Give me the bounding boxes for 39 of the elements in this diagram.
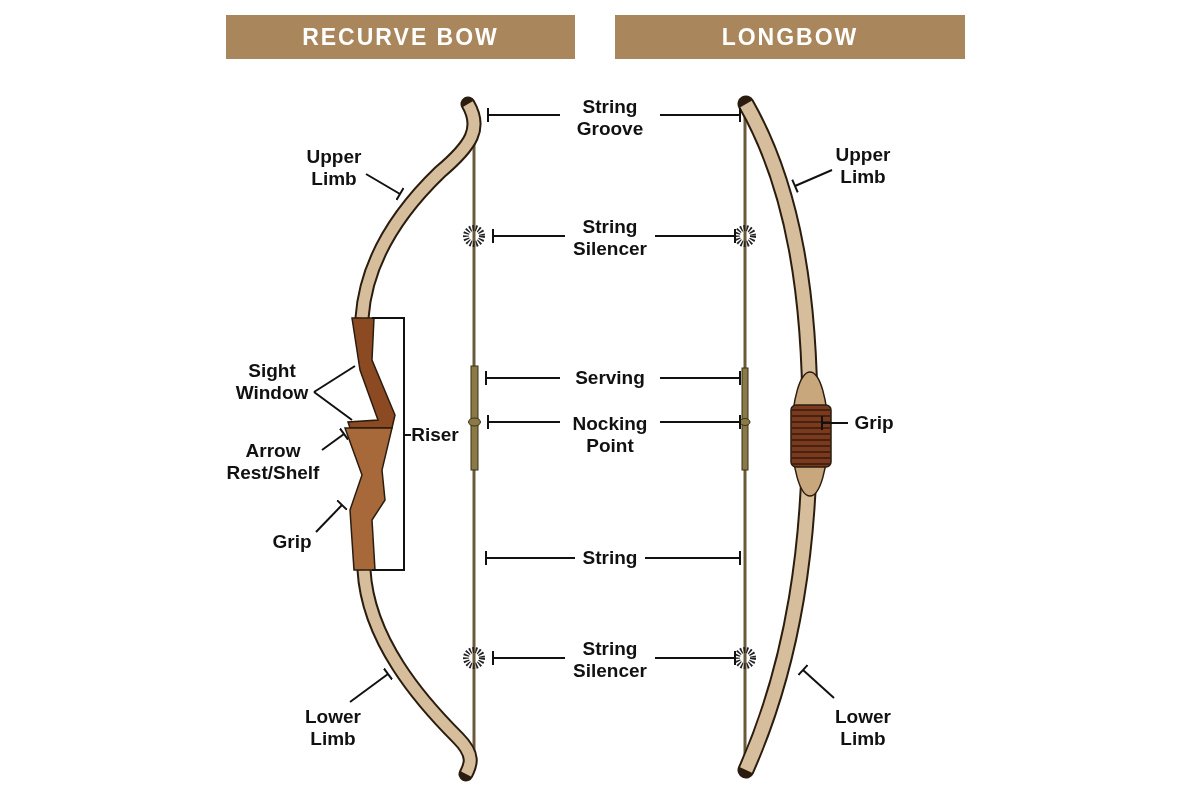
part-label: Lower Limb [303,706,363,750]
leader-line [492,228,566,244]
leader-line [659,370,741,386]
leader-line [644,550,741,566]
leader-line [654,650,736,666]
header-band: LONGBOW [615,15,965,59]
leader-line [492,650,566,666]
leader-line [349,667,394,703]
part-label: Nocking Point [555,413,665,457]
part-label: Lower Limb [833,706,893,750]
part-label: String [570,547,650,569]
part-label: Upper Limb [304,146,364,190]
leader-line [659,414,741,430]
leader-line [321,427,350,451]
part-label: Riser [410,424,460,446]
part-label: String Groove [555,96,665,140]
leader-line [821,415,849,431]
leader-line [365,173,405,202]
part-label: Arrow Rest/Shelf [223,440,323,484]
leader-line [313,391,353,421]
leader-line [485,550,576,566]
part-label: String Silencer [555,216,665,260]
part-label: String Silencer [555,638,665,682]
leader-line [315,499,349,533]
header-band: RECURVE BOW [226,15,575,59]
leader-line [791,169,833,194]
longbow-drawing [734,95,832,779]
part-label: Grip [849,412,899,434]
leader-line [485,370,561,386]
leader-line [797,663,835,699]
leader-line [313,365,356,393]
part-label: Sight Window [227,360,317,404]
part-label: Grip [267,531,317,553]
leader-line [654,228,736,244]
leader-line [659,107,741,123]
leader-line [487,414,561,430]
part-label: Upper Limb [833,144,893,188]
leader-line [487,107,561,123]
part-label: Serving [555,367,665,389]
